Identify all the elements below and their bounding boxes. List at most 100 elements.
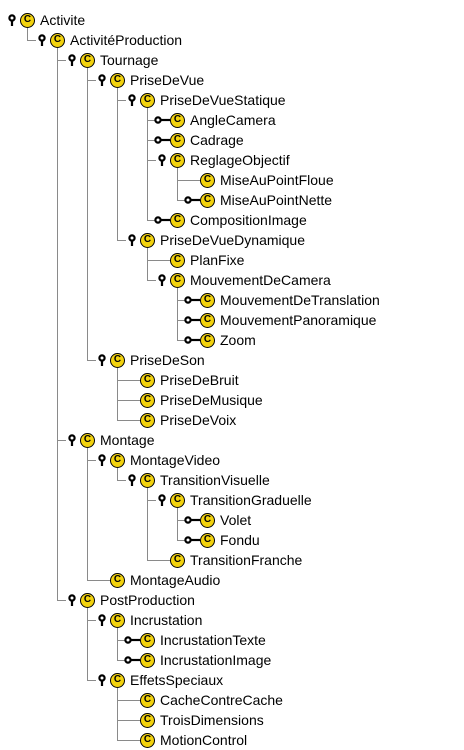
tree-connector-line <box>117 640 126 641</box>
expand-toggle-icon[interactable] <box>64 50 80 70</box>
tree-node[interactable]: C MiseAuPointNette <box>200 190 332 210</box>
class-icon: C <box>50 32 65 48</box>
collapse-toggle-icon[interactable] <box>154 210 170 230</box>
collapse-toggle-icon[interactable] <box>154 110 170 130</box>
class-icon: C <box>200 192 215 208</box>
tree-node[interactable]: C MouvementDeTranslation <box>200 290 380 310</box>
collapse-toggle-icon[interactable] <box>124 630 140 650</box>
tree-connector-line <box>57 60 66 61</box>
collapse-toggle-icon[interactable] <box>184 190 200 210</box>
tree-node[interactable]: C ActivitéProduction <box>50 30 182 50</box>
expand-toggle-icon[interactable] <box>94 450 110 470</box>
expand-toggle-icon[interactable] <box>64 590 80 610</box>
expand-toggle-icon[interactable] <box>94 610 110 630</box>
expand-toggle-icon[interactable] <box>94 350 110 370</box>
tree-connector-line <box>177 520 186 521</box>
class-icon: C <box>80 592 95 608</box>
tree-node-label: Montage <box>100 432 155 448</box>
tree-node[interactable]: C PlanFixe <box>170 250 244 270</box>
tree-connector-line <box>147 248 148 280</box>
expand-toggle-icon[interactable] <box>154 150 170 170</box>
tree-node-label: PriseDeVoix <box>160 412 237 428</box>
expand-toggle-icon[interactable] <box>124 90 140 110</box>
expand-toggle-icon[interactable] <box>94 70 110 90</box>
tree-node-label: ActivitéProduction <box>70 32 183 48</box>
tree-node[interactable]: C PriseDeVoix <box>140 410 236 430</box>
tree-connector-line <box>177 288 178 340</box>
collapse-toggle-icon[interactable] <box>184 310 200 330</box>
tree-connector-line <box>177 180 200 181</box>
expand-toggle-icon[interactable] <box>154 270 170 290</box>
tree-connector-line <box>177 540 186 541</box>
tree-connector-line <box>177 300 186 301</box>
tree-node-label: PlanFixe <box>190 252 245 268</box>
class-icon: C <box>200 292 215 308</box>
tree-connector-line <box>147 160 156 161</box>
tree-connector-line <box>117 720 140 721</box>
tree-node-label: MotionControl <box>160 732 248 748</box>
class-icon: C <box>110 452 125 468</box>
class-icon: C <box>110 352 125 368</box>
collapse-toggle-icon[interactable] <box>184 530 200 550</box>
tree-node-label: AngleCamera <box>190 112 276 128</box>
tree-connector-line <box>147 500 156 501</box>
expand-toggle-icon[interactable] <box>34 30 50 50</box>
expand-toggle-icon[interactable] <box>4 10 20 30</box>
collapse-toggle-icon[interactable] <box>184 290 200 310</box>
class-icon: C <box>140 692 155 708</box>
collapse-toggle-icon[interactable] <box>154 130 170 150</box>
collapse-toggle-icon[interactable] <box>184 510 200 530</box>
tree-connector-line <box>177 508 178 540</box>
class-icon: C <box>170 252 185 268</box>
expand-toggle-icon[interactable] <box>124 230 140 250</box>
expand-toggle-icon[interactable] <box>94 670 110 690</box>
expand-toggle-icon[interactable] <box>124 470 140 490</box>
tree-node-label: Fondu <box>220 532 260 548</box>
tree-connector-line <box>87 360 96 361</box>
tree-connector-line <box>117 380 140 381</box>
tree-node-label: PriseDeVue <box>130 72 205 88</box>
expand-toggle-icon[interactable] <box>154 490 170 510</box>
class-icon: C <box>140 412 155 428</box>
tree-node-label: PriseDeVueDynamique <box>160 232 305 248</box>
tree-node-label: Volet <box>220 512 252 528</box>
tree-node-label: MiseAuPointNette <box>220 192 333 208</box>
tree-node-label: MouvementDeTranslation <box>220 292 380 308</box>
expand-toggle-icon[interactable] <box>64 430 80 450</box>
collapse-toggle-icon[interactable] <box>184 330 200 350</box>
collapse-toggle-icon[interactable] <box>124 650 140 670</box>
class-icon: C <box>170 272 185 288</box>
